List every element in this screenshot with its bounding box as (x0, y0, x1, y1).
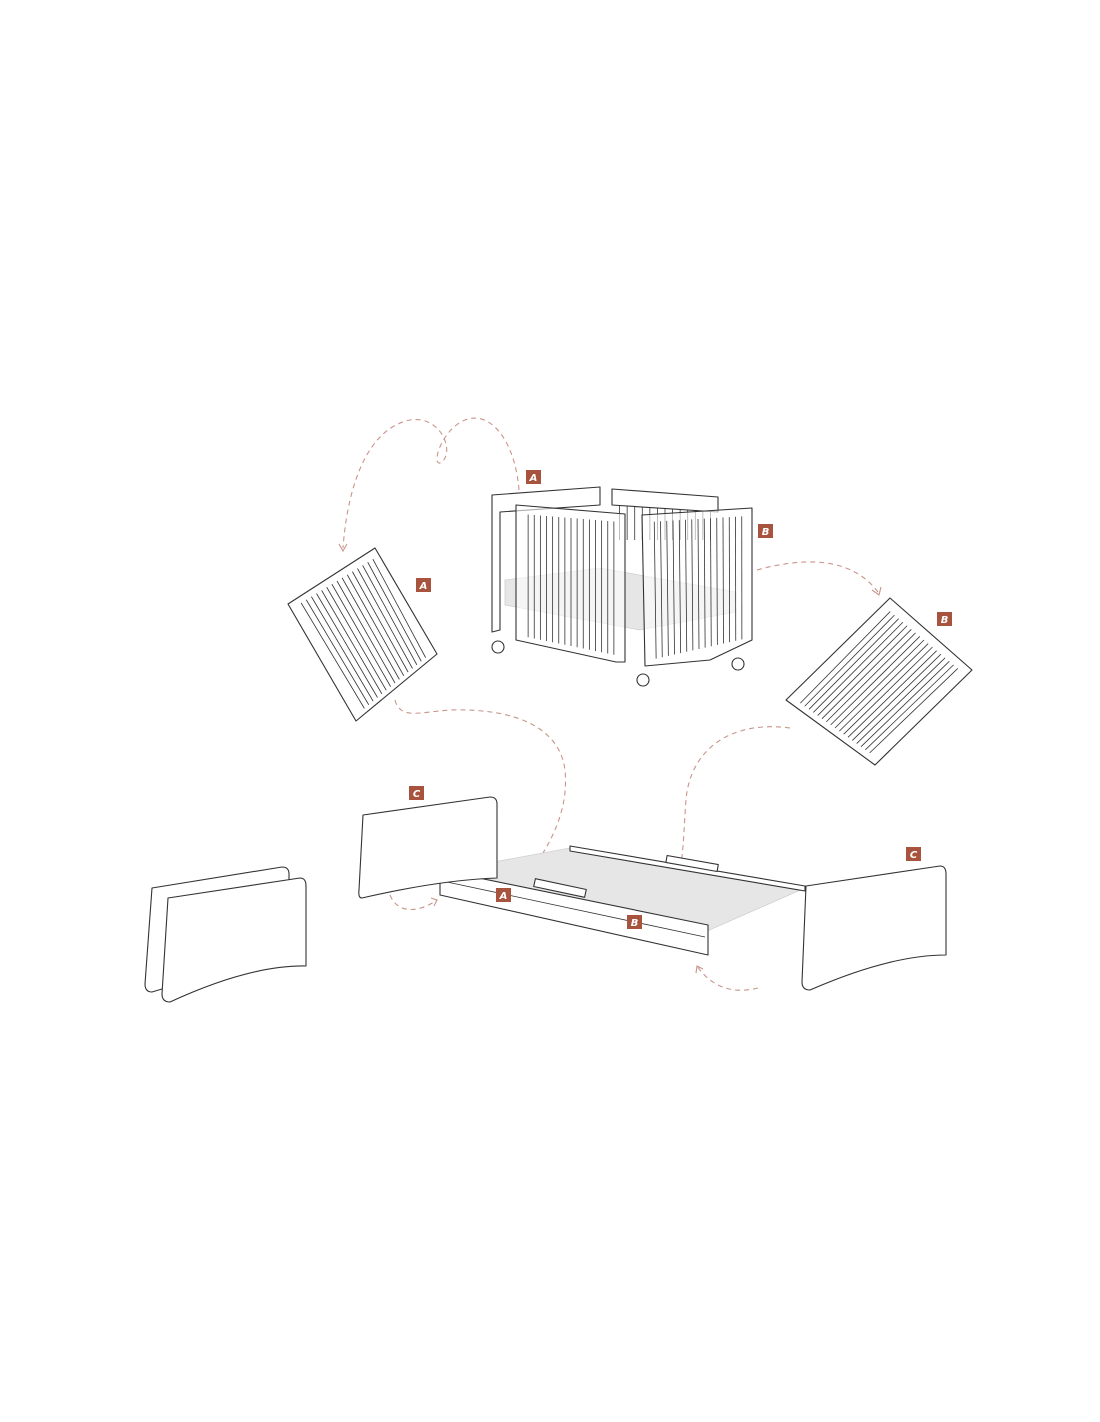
slat (800, 611, 891, 704)
slat (660, 521, 663, 658)
label-crib-a: A (526, 470, 541, 484)
arrow-head (695, 965, 704, 974)
slat (703, 518, 706, 648)
slat (710, 518, 712, 647)
slat (300, 602, 365, 709)
arrow-board-c-left (389, 894, 438, 910)
slat (821, 629, 912, 719)
svg-text:A: A (499, 891, 508, 902)
slat (716, 517, 718, 645)
slat (326, 587, 387, 691)
svg-text:C: C (910, 850, 918, 861)
slat (722, 517, 724, 644)
arrow-head (430, 897, 438, 907)
slat (653, 521, 657, 659)
crib (491, 486, 753, 687)
svg-text:B: B (631, 918, 639, 929)
slat (869, 668, 959, 754)
slat (860, 661, 950, 747)
slat (843, 646, 933, 735)
slat (678, 520, 682, 654)
slat (316, 593, 378, 698)
rail-connector (533, 878, 587, 898)
slat (685, 519, 688, 652)
slat (321, 590, 383, 695)
rail-line (446, 881, 706, 938)
side-panel-a (287, 547, 438, 722)
arrow-head (338, 543, 348, 553)
slat (847, 650, 937, 738)
slat (817, 625, 908, 716)
arrow-head (871, 586, 882, 596)
slat (341, 577, 400, 680)
slat (672, 520, 675, 655)
svg-text:C: C (413, 789, 421, 800)
slat (804, 614, 895, 707)
slat (839, 643, 929, 732)
svg-text:B: B (941, 615, 949, 626)
label-bed-b: B (627, 915, 642, 929)
slat (336, 580, 396, 684)
slat (856, 657, 946, 744)
wheel (731, 657, 745, 671)
wheel (636, 673, 650, 687)
arrow-board-c-right (696, 965, 759, 991)
slat (697, 518, 700, 650)
slat (691, 519, 694, 651)
slat (352, 571, 409, 673)
wheel (491, 640, 505, 654)
slat (834, 639, 925, 729)
label-board-c-right: C (906, 847, 921, 861)
svg-text:A: A (529, 473, 538, 484)
label-panel-a: A (416, 578, 431, 592)
bed-side-rail-back (569, 845, 806, 892)
slat (331, 583, 391, 687)
svg-text:A: A (419, 581, 428, 592)
board-c-right (801, 865, 947, 991)
slat (346, 574, 405, 676)
rail-connector (665, 854, 719, 873)
board-c-left (358, 796, 498, 899)
slat (362, 565, 418, 666)
slat (311, 596, 374, 702)
slat (813, 621, 904, 713)
svg-text:B: B (762, 527, 770, 538)
slat (372, 558, 426, 658)
crib-front-right-panel (641, 507, 753, 667)
slat (666, 520, 669, 656)
slat (305, 599, 370, 705)
slat (357, 568, 413, 669)
label-panel-b: B (937, 612, 952, 626)
slat (852, 653, 942, 741)
loose-board-front (161, 877, 307, 1003)
slat (865, 664, 954, 751)
toddler-bed (358, 796, 947, 991)
slat (808, 618, 899, 710)
slat (830, 636, 921, 726)
slat (826, 632, 916, 723)
crib-back-left-panel (491, 486, 601, 633)
label-board-c-left: C (409, 786, 424, 800)
arrow-crib-b-to-panel-b (756, 561, 879, 593)
label-crib-b: B (758, 524, 773, 538)
slat (367, 562, 422, 662)
crib-front-left-panel (515, 504, 626, 663)
label-bed-a: A (496, 888, 511, 902)
